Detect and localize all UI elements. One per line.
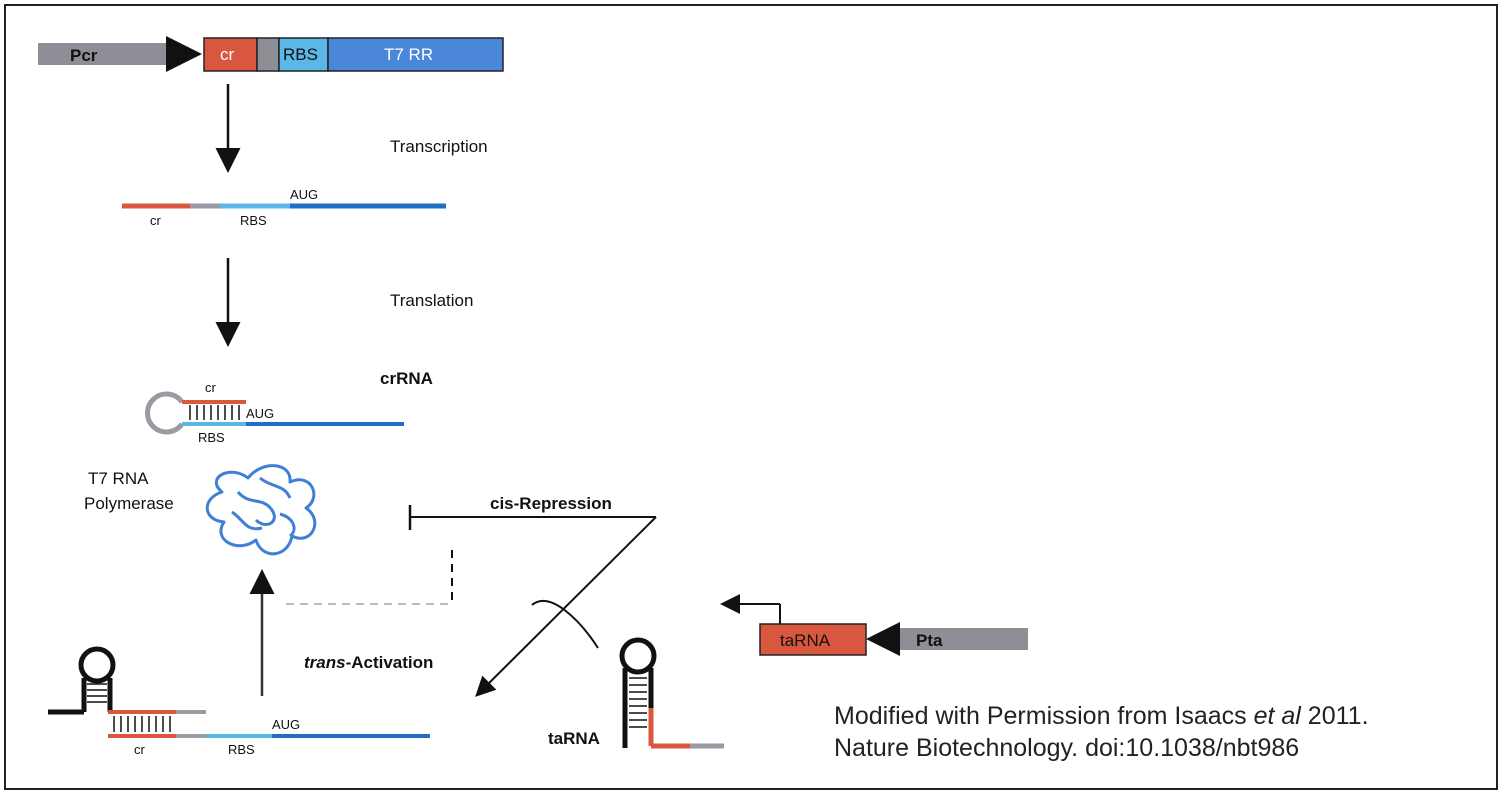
activated-cr-label: cr [134,742,146,757]
cr-segment-label: cr [220,45,235,64]
activated-aug-label: AUG [272,717,300,732]
tarna-gene-construct: taRNA Pta [720,594,1028,656]
translation-label: Translation [390,291,473,310]
pcr-promoter-bar [38,43,170,65]
pta-label: Pta [916,631,943,650]
t7rr-segment [327,37,504,72]
rbs-segment-label: RBS [283,45,318,64]
mrna-aug-label: AUG [290,187,318,202]
trans-italic: trans [304,653,346,672]
crrna-structure: crRNA cr AUG RBS [145,369,433,445]
tarna-hairpin: taRNA [548,637,724,749]
pcr-label: Pcr [70,46,98,65]
pta-promoter-bar [900,628,1028,650]
cis-repression-label: cis-Repression [490,494,612,513]
credit-text-a: Modified with Permission from Isaacs [834,702,1254,730]
crrna-rbs-label: RBS [198,430,225,445]
t7rr-segment-label: T7 RR [384,45,433,64]
pta-promoter-arrowhead [866,622,900,656]
mrna-transcript: cr RBS AUG [122,187,446,228]
tarna-gene-box [759,623,867,656]
transcription-label: Transcription [390,137,488,156]
credit-line-2: Nature Biotechnology. doi:10.1038/nbt986 [834,734,1299,762]
credit-et-al: et al [1254,702,1303,730]
polymerase-label-line2: Polymerase [84,494,174,513]
tarna-gene-label: taRNA [780,631,831,650]
activated-rbs-label: RBS [228,742,255,757]
rbs-segment [278,37,329,72]
figure-frame [4,4,1498,790]
polymerase-label-line1: T7 RNA [88,469,149,488]
crrna-cr-label: cr [205,380,217,395]
activated-complex: cr RBS AUG [48,646,430,757]
pcr-promoter-arrowhead [166,36,202,72]
credit-year: 2011. [1301,702,1369,730]
polymerase-icon [205,464,317,556]
tarna-label: taRNA [548,729,600,748]
mrna-rbs-label: RBS [240,213,267,228]
mrna-cr-label: cr [150,213,162,228]
trans-activation-label: trans-Activation [304,653,433,672]
cr-gene-construct: Pcr cr RBS T7 RR [38,36,504,72]
crrna-aug-label: AUG [246,406,274,421]
crrna-title: crRNA [380,369,433,388]
dashed-link [286,550,453,605]
spacer-segment [256,37,280,72]
cr-segment [203,37,258,72]
activation-word: -Activation [346,653,434,672]
credit-line-1: Modified with Permission from Isaacs et … [834,702,1369,730]
cis-repression: cis-Repression [408,494,657,697]
